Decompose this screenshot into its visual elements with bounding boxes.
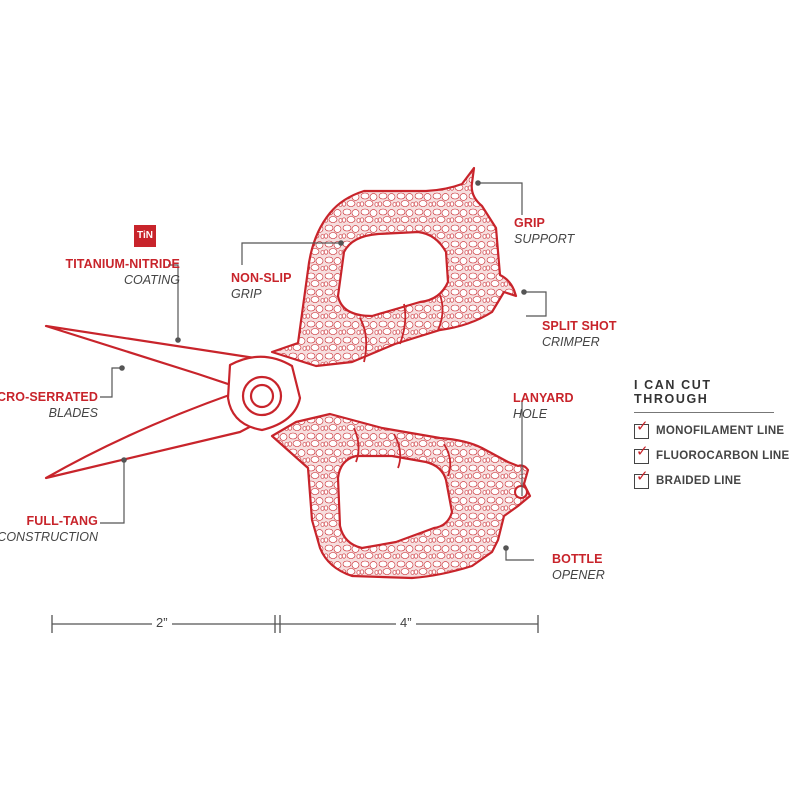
cut-item-label: MONOFILAMENT LINE bbox=[656, 425, 785, 437]
label-bottle-sub: OPENER bbox=[552, 568, 605, 582]
label-non-slip: NON-SLIP GRIP bbox=[231, 270, 292, 302]
checkbox-icon: ✓ bbox=[634, 468, 649, 489]
label-non-slip-sub: GRIP bbox=[231, 287, 262, 301]
label-full-tang-main: FULL-TANG bbox=[26, 514, 98, 528]
checkbox-icon: ✓ bbox=[634, 443, 649, 464]
pivot-inner bbox=[249, 383, 275, 409]
checkmark-icon: ✓ bbox=[636, 467, 649, 485]
label-micro-serrated-sub: BLADES bbox=[48, 406, 98, 420]
label-bottle-opener: BOTTLE OPENER bbox=[552, 551, 605, 583]
label-split-shot: SPLIT SHOT CRIMPER bbox=[542, 318, 617, 350]
lanyard-ring bbox=[514, 485, 528, 499]
label-full-tang: FULL-TANG CONSTRUCTION bbox=[0, 513, 98, 545]
cut-item: ✓ MONOFILAMENT LINE bbox=[634, 418, 794, 439]
label-titanium-main: TITANIUM-NITRIDE bbox=[65, 257, 180, 271]
label-lanyard-main: LANYARD bbox=[513, 391, 574, 405]
label-full-tang-sub: CONSTRUCTION bbox=[0, 530, 98, 544]
checkmark-icon: ✓ bbox=[636, 442, 649, 460]
label-grip-support: GRIP SUPPORT bbox=[514, 215, 574, 247]
lower-handle bbox=[270, 412, 532, 580]
tin-badge: TiN bbox=[134, 225, 156, 247]
label-micro-serrated-main: MICRO-SERRATED bbox=[0, 390, 98, 404]
cut-item-label: BRAIDED LINE bbox=[656, 475, 742, 487]
label-bottle-main: BOTTLE bbox=[552, 552, 603, 566]
label-split-shot-main: SPLIT SHOT bbox=[542, 319, 617, 333]
label-titanium-nitride: TITANIUM-NITRIDE COATING bbox=[65, 256, 180, 288]
label-lanyard: LANYARD HOLE bbox=[513, 390, 574, 422]
dimension-blade-length: 2” bbox=[152, 615, 172, 630]
upper-handle bbox=[270, 166, 518, 368]
label-titanium-sub: COATING bbox=[123, 273, 180, 287]
checkbox-icon: ✓ bbox=[634, 418, 649, 439]
cut-through-title: I CAN CUT THROUGH bbox=[634, 378, 774, 413]
cut-item: ✓ FLUOROCARBON LINE bbox=[634, 443, 794, 464]
label-non-slip-main: NON-SLIP bbox=[231, 271, 292, 285]
checkmark-icon: ✓ bbox=[636, 417, 649, 435]
cut-item-label: FLUOROCARBON LINE bbox=[656, 450, 790, 462]
dimension-handle-length: 4” bbox=[396, 615, 416, 630]
cut-item: ✓ BRAIDED LINE bbox=[634, 468, 794, 489]
dimension-lines bbox=[51, 615, 539, 633]
label-grip-support-main: GRIP bbox=[514, 216, 545, 230]
label-micro-serrated: MICRO-SERRATED BLADES bbox=[0, 389, 98, 421]
cut-through-panel: I CAN CUT THROUGH ✓ MONOFILAMENT LINE ✓ … bbox=[634, 378, 794, 498]
label-lanyard-sub: HOLE bbox=[513, 407, 548, 421]
label-split-shot-sub: CRIMPER bbox=[542, 335, 600, 349]
label-grip-support-sub: SUPPORT bbox=[514, 232, 575, 246]
